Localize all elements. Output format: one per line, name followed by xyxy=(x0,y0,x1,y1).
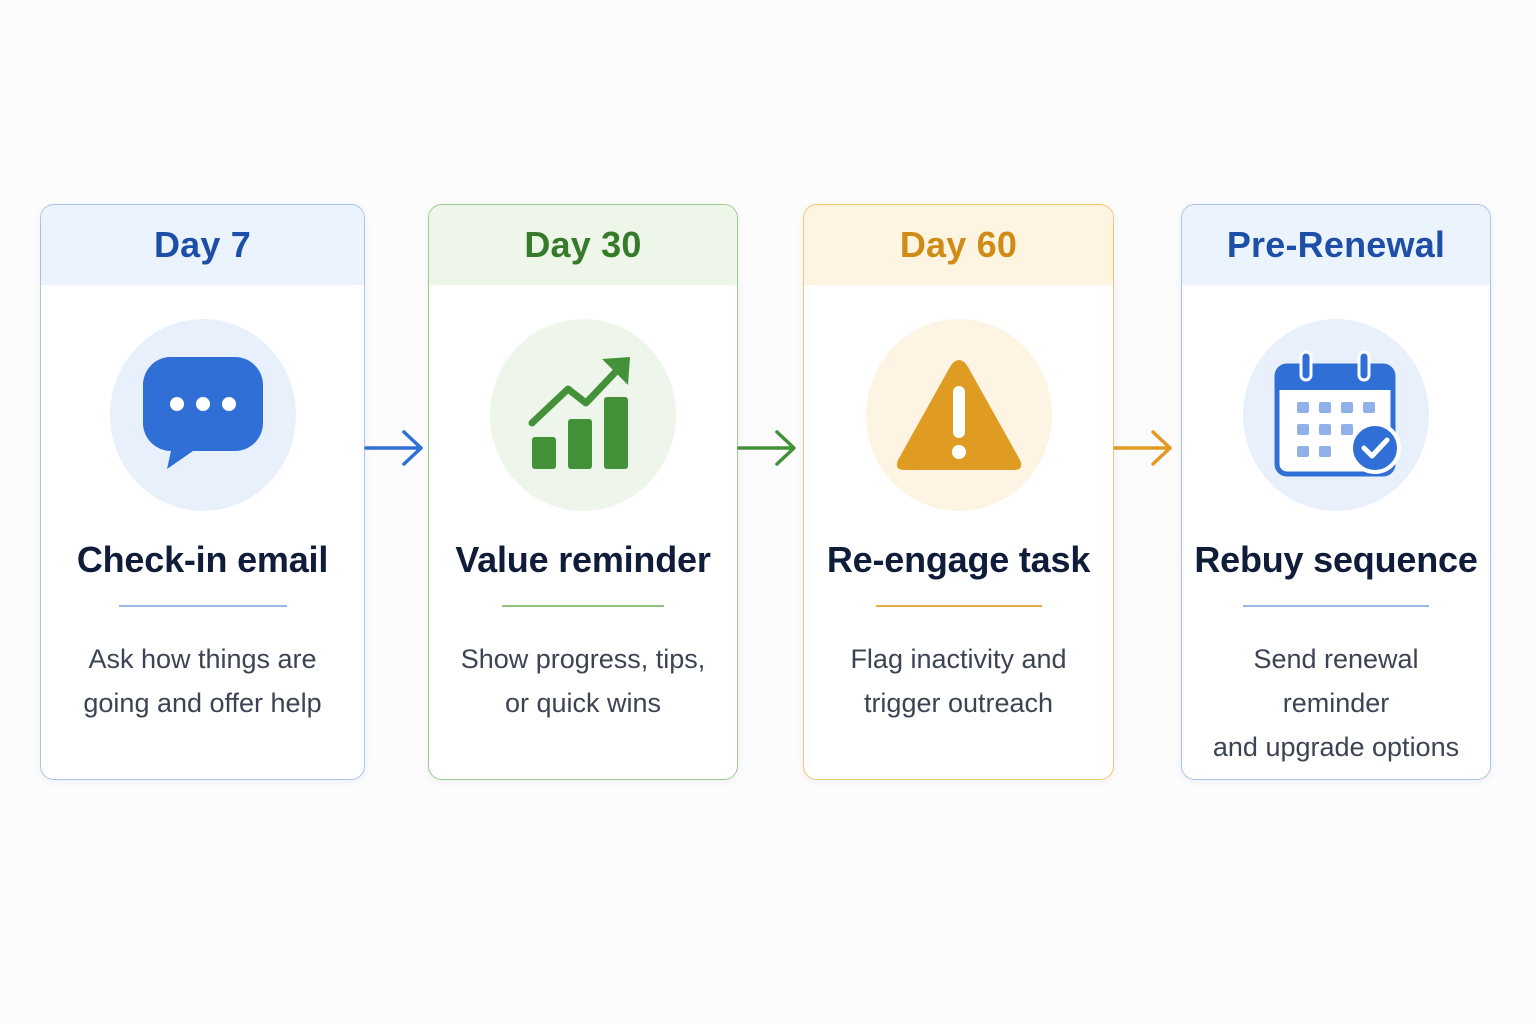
card-title: Re-engage task xyxy=(826,539,1091,580)
growth-chart-icon xyxy=(528,357,630,469)
step-card-pre-renewal: Pre-Renewal Rebuy sequence Send ren xyxy=(1181,204,1491,780)
card-header: Day 60 xyxy=(804,205,1113,285)
description-line: trigger outreach xyxy=(863,688,1054,718)
description-line: or quick wins xyxy=(504,688,662,718)
icon-badge xyxy=(865,319,1052,511)
step-card-day-30: Day 30 Value reminder Show progress, tip… xyxy=(428,204,738,780)
arrow-right-icon xyxy=(737,430,796,466)
card-title: Rebuy sequence xyxy=(1194,539,1478,580)
card-description: Send renewal reminder and upgrade option… xyxy=(1202,637,1470,769)
description-line: going and offer help xyxy=(83,688,322,718)
icon-badge xyxy=(1243,319,1429,511)
step-card-day-7: Day 7 Check-in email Ask how things are … xyxy=(40,204,365,780)
divider xyxy=(118,605,287,607)
card-description: Ask how things are going and offer help xyxy=(61,637,344,725)
divider xyxy=(875,605,1042,607)
warning-icon xyxy=(896,360,1021,470)
description-line: Send renewal reminder xyxy=(1253,644,1419,718)
divider xyxy=(502,605,664,607)
description-line: Show progress, tips, xyxy=(460,644,706,674)
description-line: Ask how things are xyxy=(88,644,317,674)
card-header: Pre-Renewal xyxy=(1182,205,1490,285)
icon-badge xyxy=(490,319,676,511)
arrow-right-icon xyxy=(364,430,423,466)
description-line: and upgrade options xyxy=(1212,732,1460,762)
card-header: Day 30 xyxy=(429,205,737,285)
divider xyxy=(1243,605,1429,607)
calendar-check-icon xyxy=(1274,350,1401,477)
card-title: Check-in email xyxy=(76,539,329,580)
step-card-day-60: Day 60 Re-engage task Flag inactivity an… xyxy=(803,204,1114,780)
chat-bubble-icon xyxy=(142,357,263,469)
description-line: Flag inactivity and xyxy=(850,644,1067,674)
card-header: Day 7 xyxy=(41,205,364,285)
arrow-right-icon xyxy=(1113,430,1172,466)
card-title: Value reminder xyxy=(455,539,711,580)
card-description: Show progress, tips, or quick wins xyxy=(449,637,717,725)
card-description: Flag inactivity and trigger outreach xyxy=(824,637,1093,725)
icon-badge xyxy=(109,319,296,511)
